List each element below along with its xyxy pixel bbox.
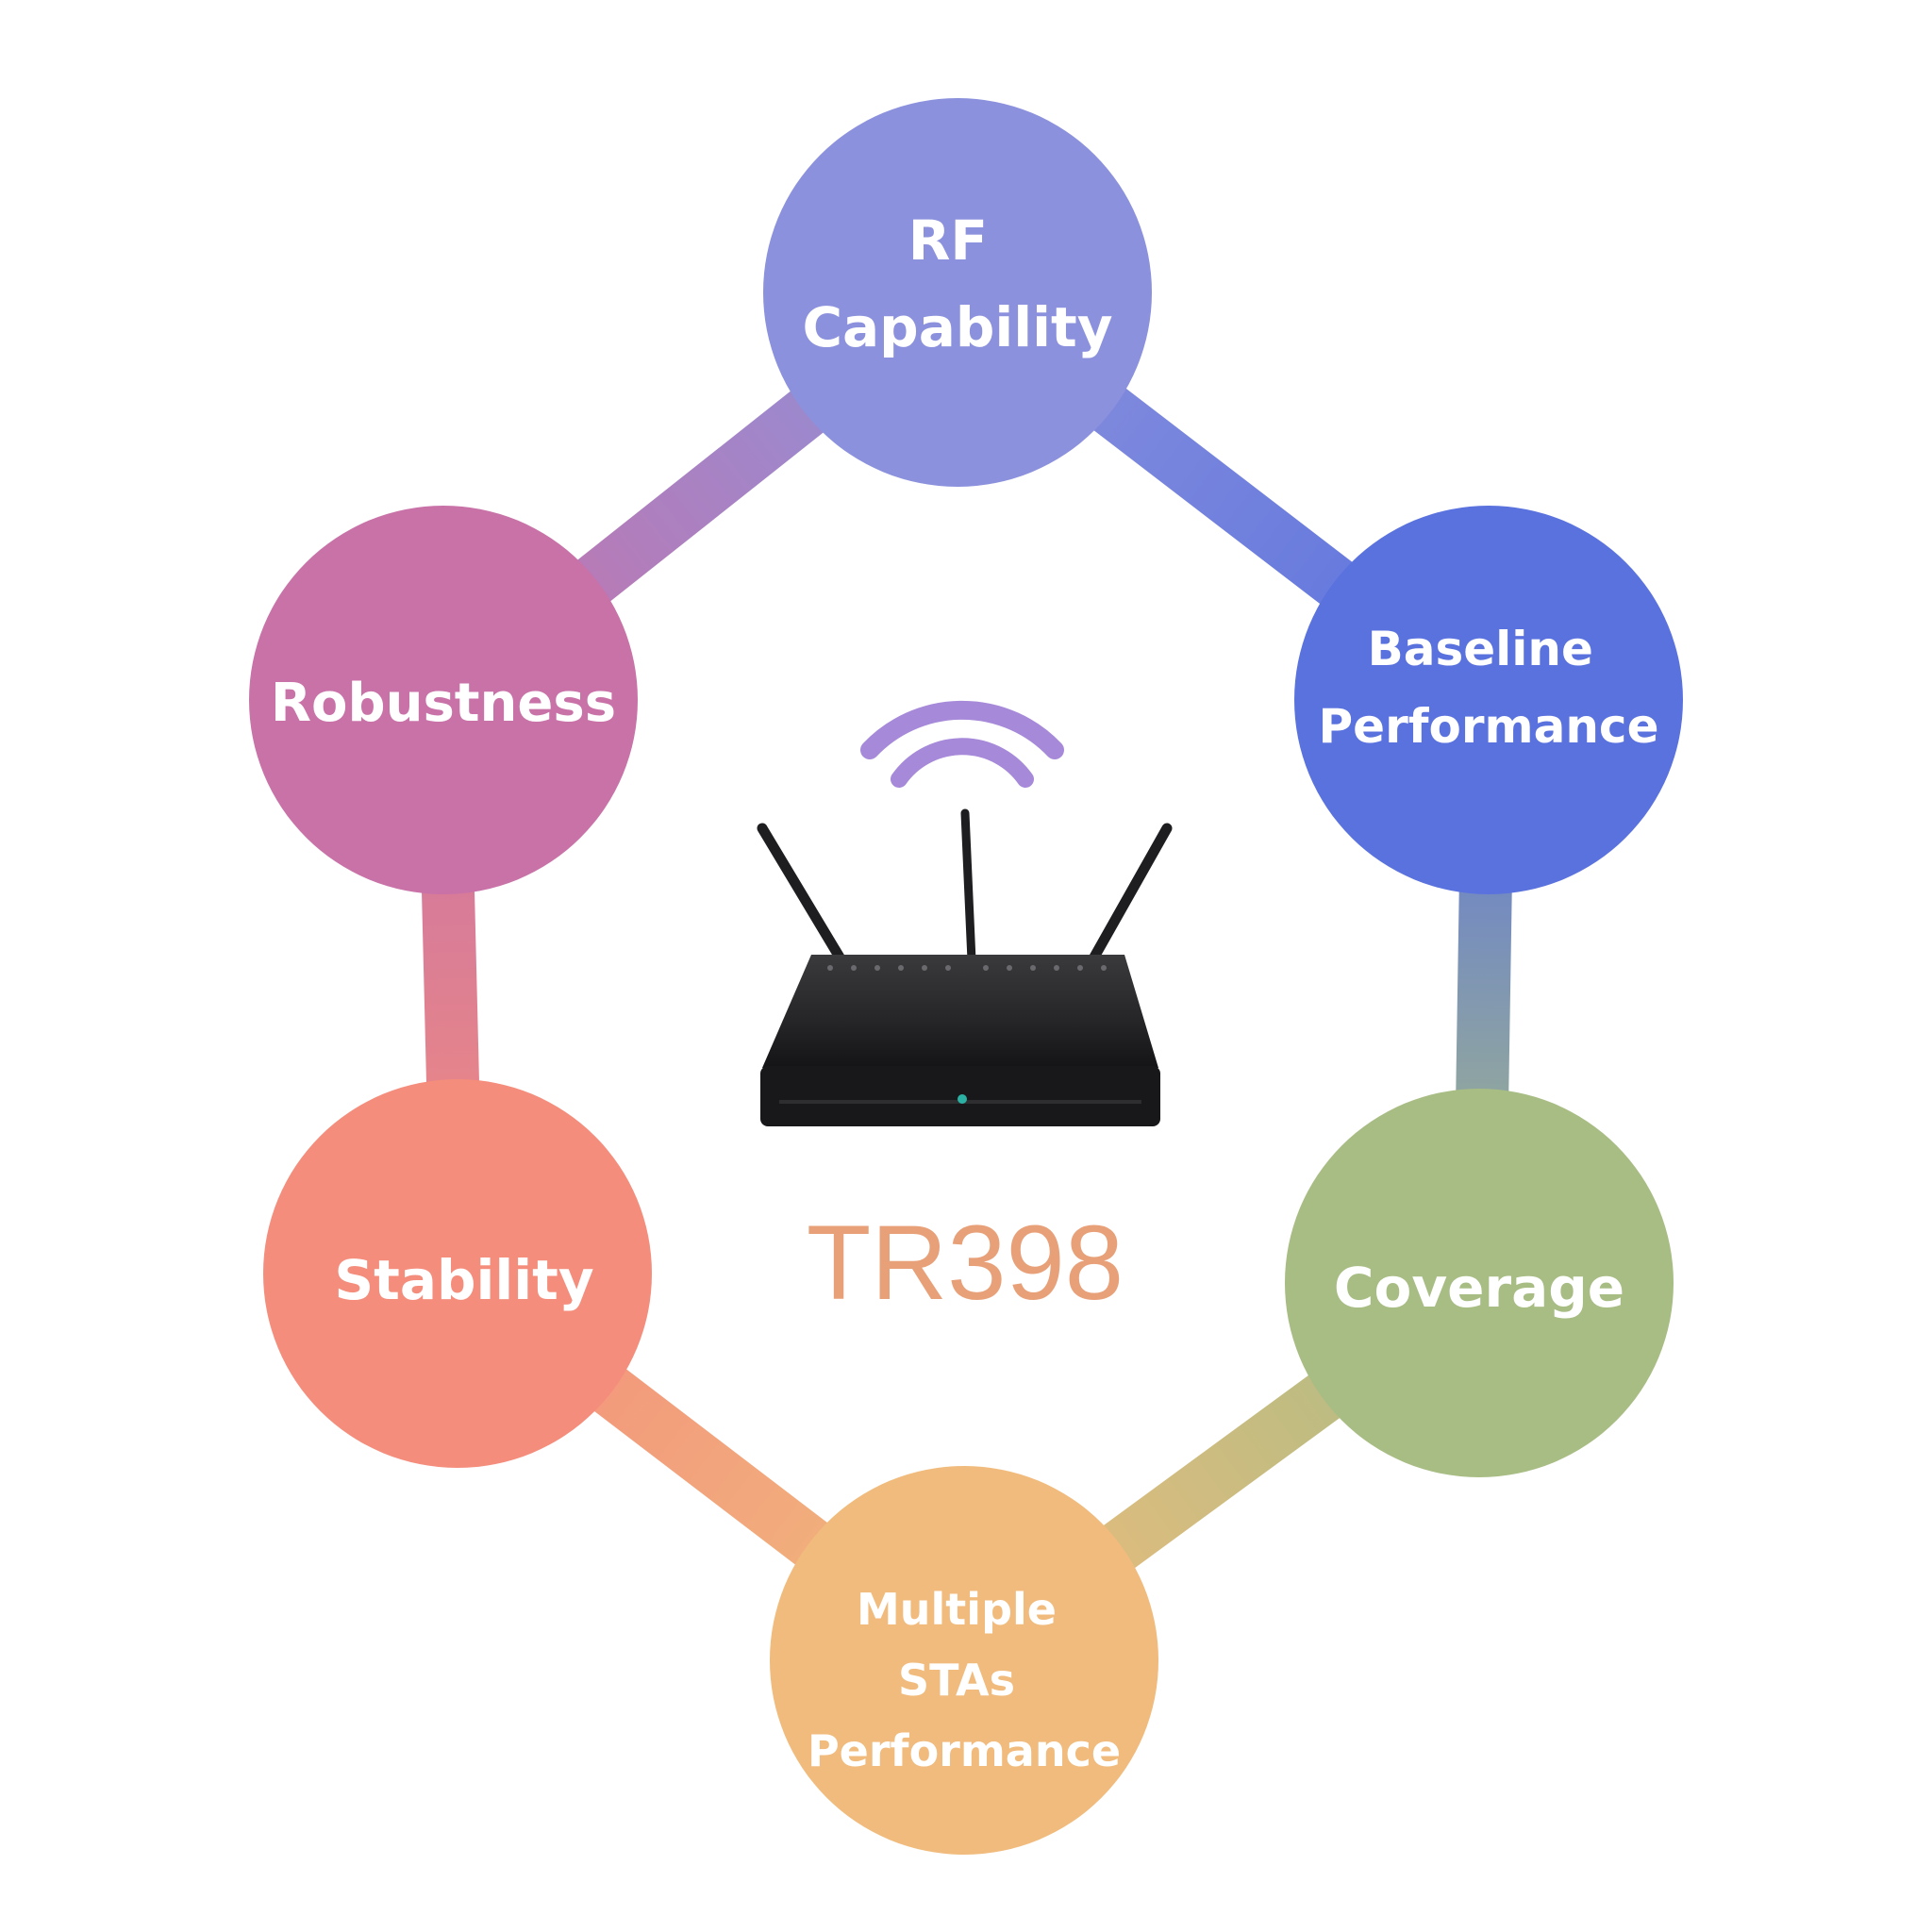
- antenna-right: [1087, 823, 1173, 966]
- node-label-line: Multiple: [857, 1584, 1057, 1635]
- router-leds: [827, 965, 1107, 971]
- antenna-middle: [960, 808, 976, 965]
- node-label-line: Baseline: [1368, 622, 1593, 676]
- antenna-left: [757, 823, 847, 966]
- center-label: TR398: [807, 1204, 1124, 1322]
- wifi-signal-arc-outer: [860, 700, 1064, 759]
- node-circle: [1285, 1089, 1674, 1477]
- node-circle: [770, 1466, 1158, 1855]
- node-circle: [263, 1079, 652, 1468]
- node-label-line: Robustness: [271, 673, 616, 734]
- node-label-line: Performance: [808, 1725, 1121, 1776]
- node-label: Multiple STAs Performance: [808, 1584, 1121, 1776]
- wifi-router-icon: [757, 700, 1173, 1126]
- node-circle: [1294, 506, 1683, 894]
- node-robustness: Robustness: [249, 506, 638, 894]
- node-label-line: RF: [908, 208, 988, 273]
- node-label: Baseline Performance: [1319, 622, 1659, 754]
- node-label: Robustness: [271, 673, 616, 734]
- router-status-light: [958, 1094, 967, 1104]
- router-top: [762, 955, 1158, 1068]
- node-coverage: Coverage: [1285, 1089, 1674, 1477]
- node-circle: [249, 506, 638, 894]
- node-label: Stability: [334, 1248, 593, 1312]
- node-rf-capability: RF Capability: [763, 98, 1152, 487]
- node-label-line: Performance: [1319, 699, 1659, 754]
- node-label-line: Stability: [334, 1248, 593, 1312]
- node-label: Coverage: [1334, 1256, 1624, 1320]
- node-circle: [763, 98, 1152, 487]
- node-stability: Stability: [263, 1079, 652, 1468]
- node-label-line: Capability: [802, 295, 1112, 359]
- node-multiple-stas-performance: Multiple STAs Performance: [770, 1466, 1158, 1855]
- node-baseline-performance: Baseline Performance: [1294, 506, 1683, 894]
- node-label: RF Capability: [802, 208, 1112, 359]
- node-label-line: STAs: [898, 1655, 1015, 1706]
- node-label-line: Coverage: [1334, 1256, 1624, 1320]
- wifi-signal-arc-inner: [891, 738, 1034, 788]
